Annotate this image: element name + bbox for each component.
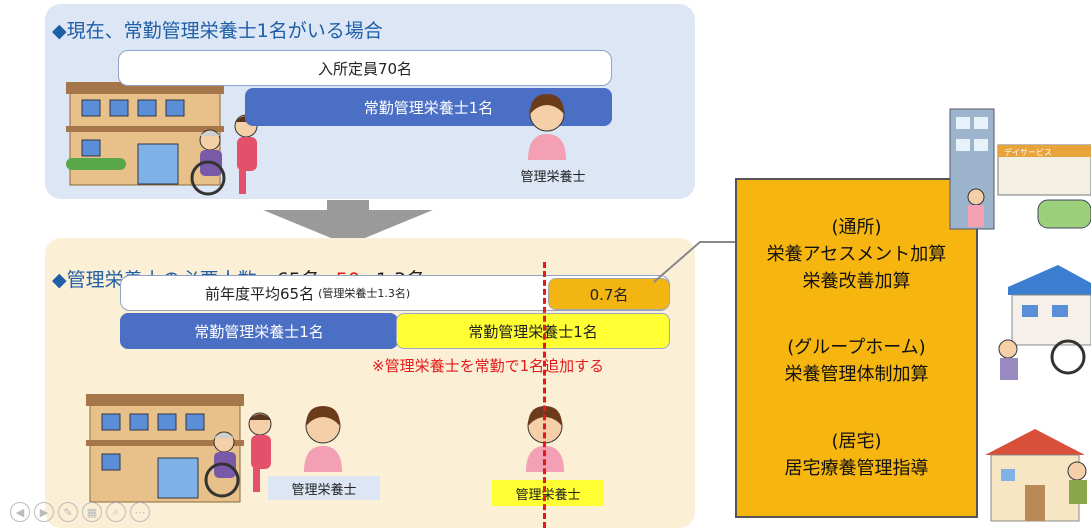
service-group-grouphome-heading: (グループホーム): [787, 337, 926, 359]
down-arrow-icon: [263, 200, 433, 245]
average-bar-note: (管理栄養士1.3名): [318, 287, 411, 300]
dietitian-label-2: 管理栄養士: [268, 476, 380, 500]
caregiver-wheelchair-icon-2: [204, 412, 272, 498]
fraction-box: 0.7名: [548, 278, 670, 310]
slide-grid-icon[interactable]: ▦: [82, 502, 102, 522]
staff-bar-added: 常勤管理栄養士1名: [396, 313, 670, 349]
service-group-day-line2: 栄養改善加算: [802, 270, 911, 292]
day-service-building-icon: デイサービス: [949, 108, 1091, 230]
dietitian-person-icon-2: [304, 406, 342, 472]
facility-building-icon: [66, 82, 224, 186]
home-house-icon: [985, 429, 1087, 522]
dietitian-label: 管理栄養士: [520, 169, 586, 185]
split-dashed-line: [543, 262, 546, 528]
current-situation-title: ◆現在、常勤管理栄養士1名がいる場合: [52, 20, 383, 42]
service-group-day: (通所) 栄養アセスメント加算 栄養改善加算: [767, 214, 947, 295]
service-group-home-heading: (居宅): [831, 431, 882, 453]
additional-services-box: (通所) 栄養アセスメント加算 栄養改善加算 (グループホーム) 栄養管理体制加…: [735, 178, 978, 518]
service-group-day-line1: 栄養アセスメント加算: [766, 243, 947, 265]
zoom-icon[interactable]: ⌕: [106, 502, 126, 522]
average-bar-main: 前年度平均65名: [205, 284, 315, 303]
group-home-house-icon: [998, 265, 1091, 380]
day-service-sign: デイサービス: [1004, 147, 1052, 157]
service-group-grouphome-line1: 栄養管理体制加算: [784, 364, 929, 386]
next-slide-button[interactable]: ▶: [34, 502, 54, 522]
service-group-grouphome: (グループホーム) 栄養管理体制加算: [785, 334, 929, 388]
caregiver-wheelchair-icon: [190, 114, 258, 196]
staff-bar-existing: 常勤管理栄養士1名: [120, 313, 398, 349]
addition-note: ※管理栄養士を常勤で1名追加する: [372, 357, 605, 375]
dietitian-label-3: 管理栄養士: [492, 480, 604, 506]
more-options-icon[interactable]: ⋯: [130, 502, 150, 522]
dietitian-person-icon: [528, 94, 566, 160]
pen-tool-icon[interactable]: ✎: [58, 502, 78, 522]
facility-building-icon-2: [86, 394, 244, 503]
service-group-home-line1: 居宅療養管理指導: [784, 458, 929, 480]
capacity-bar: 入所定員70名: [118, 50, 612, 86]
previous-slide-button[interactable]: ◀: [10, 502, 30, 522]
callout-connector: [653, 241, 740, 283]
service-group-day-heading: (通所): [831, 216, 882, 238]
service-group-home: (居宅) 居宅療養管理指導: [785, 428, 929, 482]
